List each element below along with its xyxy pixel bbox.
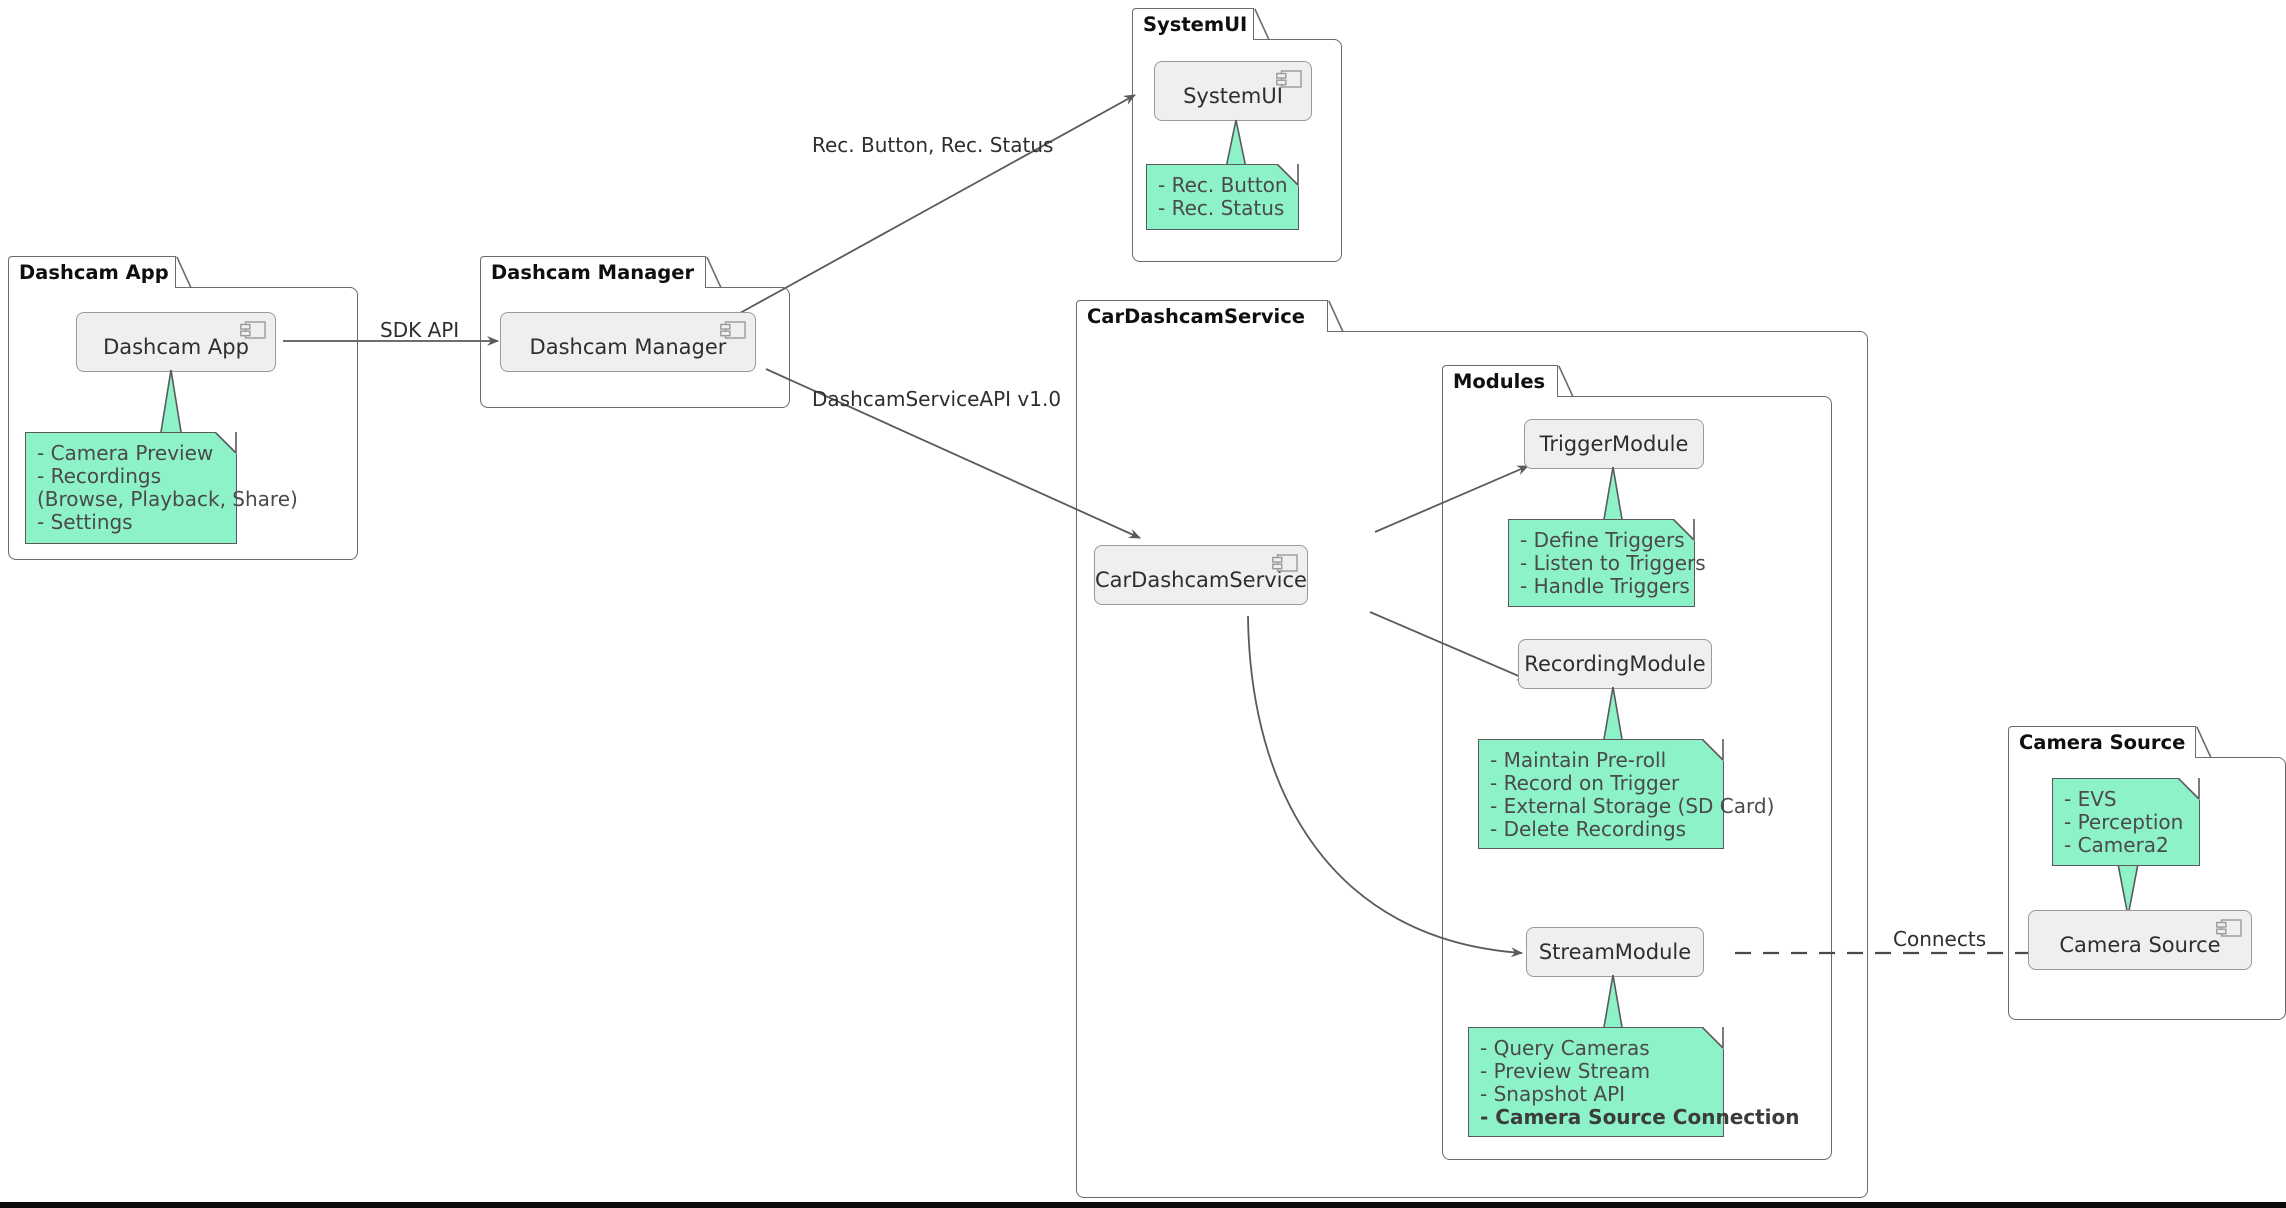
package-title-car-dashcam-service: CarDashcamService	[1087, 304, 1306, 328]
note-line: - EVS	[2064, 787, 2117, 811]
edge-label-sdk-api: SDK API	[380, 318, 460, 342]
note-fold-corner	[1701, 738, 1724, 761]
package-tab-fold-car-dashcam-service	[1328, 300, 1344, 332]
note-fold-corner	[2177, 777, 2200, 800]
note-line: - Rec. Button	[1158, 173, 1288, 197]
note-line: - Preview Stream	[1480, 1059, 1651, 1083]
note-line: - Perception	[2064, 810, 2184, 834]
component-trigger-module[interactable]: TriggerModule	[1524, 419, 1704, 469]
bottom-edge-bar	[0, 1202, 2286, 1208]
component-label-dashcam-app: Dashcam App	[103, 334, 249, 359]
note-line: - Listen to Triggers	[1520, 551, 1706, 575]
component-dashcam-app[interactable]: Dashcam App	[76, 312, 276, 372]
package-tab-system-ui: SystemUI	[1132, 8, 1254, 40]
component-dashcam-manager[interactable]: Dashcam Manager	[500, 312, 756, 372]
note-line: - Maintain Pre-roll	[1490, 748, 1667, 772]
component-label-camera-source: Camera Source	[2059, 932, 2221, 957]
note-line: - Query Cameras	[1480, 1036, 1650, 1060]
note-line: - Settings	[37, 510, 133, 534]
note-system-ui: - Rec. Button - Rec. Status	[1146, 163, 1299, 230]
edge-label-connects: Connects	[1893, 927, 1987, 951]
note-line: - External Storage (SD Card)	[1490, 794, 1775, 818]
package-car-dashcam-service: CarDashcamService CarDashcamService Modu…	[1076, 300, 1868, 1198]
component-camera-source[interactable]: Camera Source	[2028, 910, 2252, 970]
note-fold-corner	[214, 431, 237, 454]
edge-label-rec-button-status: Rec. Button, Rec. Status	[812, 133, 1054, 157]
package-tab-fold-camera-source	[2196, 726, 2212, 758]
package-tab-car-dashcam-service: CarDashcamService	[1076, 300, 1328, 332]
package-system-ui: SystemUI SystemUI - Rec. Button - Rec. S…	[1132, 8, 1342, 262]
package-tab-fold-system-ui	[1254, 8, 1270, 40]
note-camera-source: - EVS - Perception - Camera2	[2052, 777, 2200, 866]
note-trigger-module: - Define Triggers - Listen to Triggers -…	[1508, 518, 1706, 607]
note-line: - Camera Preview	[37, 441, 214, 465]
uml-component-icon	[1276, 70, 1302, 89]
package-tab-dashcam-manager: Dashcam Manager	[480, 256, 706, 288]
note-line: - Delete Recordings	[1490, 817, 1687, 841]
note-line: - Define Triggers	[1520, 528, 1685, 552]
package-title-camera-source: Camera Source	[2019, 730, 2186, 754]
package-tab-fold-modules	[1558, 365, 1574, 397]
note-line: - Snapshot API	[1480, 1082, 1626, 1106]
component-label-system-ui: SystemUI	[1183, 83, 1283, 108]
component-label-dashcam-manager: Dashcam Manager	[529, 334, 727, 359]
note-dashcam-app: - Camera Preview - Recordings (Browse, P…	[25, 431, 298, 544]
edge-label-dashcam-service-api: DashcamServiceAPI v1.0	[812, 387, 1062, 411]
note-line: - Rec. Status	[1158, 196, 1285, 220]
package-title-system-ui: SystemUI	[1143, 12, 1248, 36]
package-title-modules: Modules	[1453, 369, 1546, 393]
note-line: (Browse, Playback, Share)	[37, 487, 298, 511]
package-tab-fold-dashcam-manager	[706, 256, 722, 288]
package-tab-modules: Modules	[1442, 365, 1558, 397]
uml-component-icon	[2216, 919, 2242, 938]
component-label-trigger-module: TriggerModule	[1539, 431, 1689, 456]
uml-component-icon	[720, 321, 746, 340]
note-line: - Camera Source Connection	[1480, 1105, 1800, 1129]
note-stream-module: - Query Cameras - Preview Stream - Snaps…	[1468, 1026, 1800, 1137]
edge-rec-button-status	[739, 94, 1136, 314]
note-line: - Handle Triggers	[1520, 574, 1690, 598]
package-tab-fold-dashcam-app	[176, 256, 192, 288]
component-label-car-dashcam-service: CarDashcamService	[1095, 567, 1307, 592]
uml-component-icon	[1272, 554, 1298, 573]
component-label-stream-module: StreamModule	[1538, 939, 1692, 964]
note-line: - Record on Trigger	[1490, 771, 1680, 795]
component-stream-module[interactable]: StreamModule	[1526, 927, 1704, 977]
package-dashcam-manager: Dashcam Manager Dashcam Manager	[480, 256, 790, 408]
note-recording-module: - Maintain Pre-roll - Record on Trigger …	[1478, 738, 1775, 849]
note-fold-corner	[1672, 518, 1695, 541]
package-camera-source: Camera Source - EVS - Perception - Camer…	[2008, 726, 2286, 1020]
package-dashcam-app: Dashcam App Dashcam App - Camera Preview…	[8, 256, 358, 560]
package-title-dashcam-app: Dashcam App	[19, 260, 169, 284]
note-line: - Camera2	[2064, 833, 2169, 857]
uml-component-icon	[240, 321, 266, 340]
package-title-dashcam-manager: Dashcam Manager	[491, 260, 695, 284]
component-system-ui[interactable]: SystemUI	[1154, 61, 1312, 121]
package-modules: Modules TriggerModule - Define Triggers …	[1442, 365, 1832, 1160]
component-car-dashcam-service[interactable]: CarDashcamService	[1094, 545, 1308, 605]
component-recording-module[interactable]: RecordingModule	[1518, 639, 1712, 689]
note-fold-corner	[1701, 1026, 1724, 1049]
component-label-recording-module: RecordingModule	[1524, 651, 1706, 676]
note-line: - Recordings	[37, 464, 162, 488]
package-tab-dashcam-app: Dashcam App	[8, 256, 176, 288]
note-fold-corner	[1276, 163, 1299, 186]
package-tab-camera-source: Camera Source	[2008, 726, 2196, 758]
